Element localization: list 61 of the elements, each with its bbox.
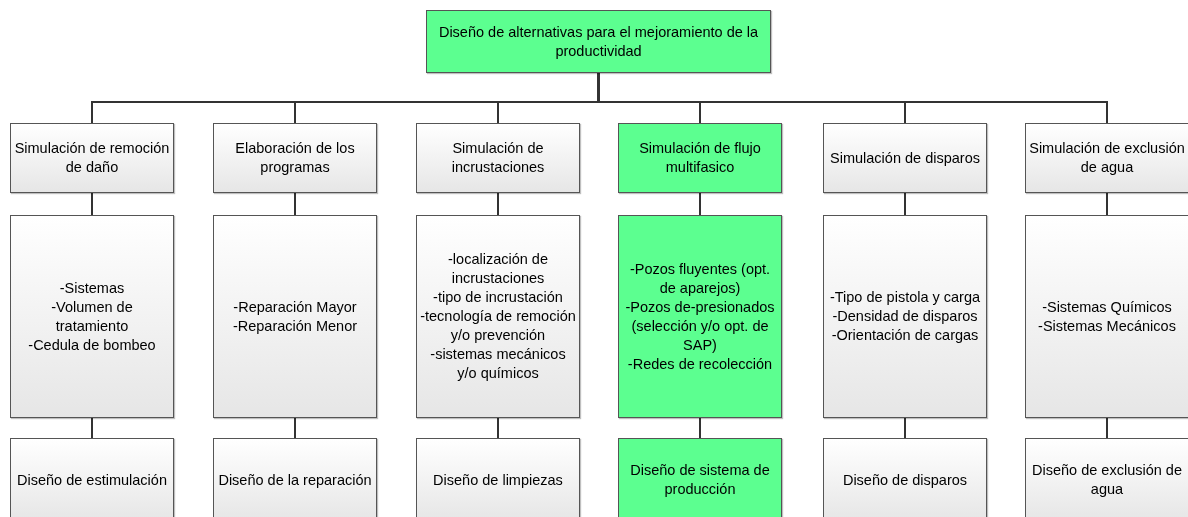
box-text: Diseño de sistema de producción bbox=[629, 461, 771, 499]
result-box bbox=[1025, 438, 1188, 517]
category-box bbox=[1025, 123, 1188, 193]
box-text: -Cedula de bombeo bbox=[28, 335, 156, 355]
detail-box bbox=[1025, 215, 1188, 418]
box-text: Diseño de disparos bbox=[842, 470, 968, 490]
connector-line bbox=[1106, 417, 1108, 439]
box-text: Diseño de limpiezas bbox=[433, 470, 563, 490]
detail-box bbox=[618, 215, 782, 418]
box-text: -Tipo de pistola y carga bbox=[829, 288, 981, 307]
detail-box bbox=[213, 215, 377, 418]
connector-line bbox=[497, 417, 499, 439]
box-text: Simulación de incrustaciones bbox=[450, 139, 546, 177]
box-text: Simulación de disparos bbox=[830, 148, 980, 168]
box-text: -Densidad de disparos bbox=[832, 307, 978, 326]
result-box bbox=[823, 438, 987, 517]
box-text: -sistemas mecánicos y/o químicos bbox=[429, 345, 567, 383]
box-text: Diseño de alternativas para el mejoramiento de la productividad bbox=[437, 22, 760, 61]
box-text: -tecnología de remoción y/o prevención bbox=[420, 307, 576, 345]
box-text: -Sistemas Químicos bbox=[1042, 297, 1172, 317]
box-text: Simulación de flujo multifasico bbox=[638, 139, 762, 177]
box-text: Simulación de exclusión de agua bbox=[1029, 139, 1185, 177]
box-text: -Sistemas Mecánicos bbox=[1038, 316, 1176, 336]
box-text: Diseño de exclusión de agua bbox=[1031, 461, 1183, 499]
connector-line bbox=[699, 417, 701, 439]
box-text: -Reparación Mayor bbox=[233, 297, 357, 317]
connector-line bbox=[497, 192, 499, 216]
box-text: -Pozos de-presionados (selección y/o opt. de SAP) bbox=[624, 297, 776, 355]
box-text: Diseño de la reparación bbox=[218, 470, 372, 490]
box-text: -localización de incrustaciones bbox=[447, 250, 549, 288]
detail-box bbox=[10, 215, 174, 418]
box-text: Elaboración de los programas bbox=[234, 139, 356, 177]
category-box bbox=[823, 123, 987, 193]
result-box bbox=[10, 438, 174, 517]
box-text: -Pozos fluyentes (opt. de aparejos) bbox=[628, 259, 772, 298]
box-text: -tipo de incrustación bbox=[433, 288, 563, 307]
connector-line bbox=[294, 417, 296, 439]
detail-box bbox=[416, 215, 580, 418]
connector-line bbox=[1106, 192, 1108, 216]
title-box bbox=[426, 10, 771, 73]
connector-line bbox=[699, 192, 701, 216]
category-box bbox=[213, 123, 377, 193]
box-text: -Sistemas bbox=[59, 278, 125, 298]
result-box bbox=[416, 438, 580, 517]
connector-line bbox=[294, 192, 296, 216]
result-box bbox=[213, 438, 377, 517]
category-box bbox=[618, 123, 782, 193]
detail-box bbox=[823, 215, 987, 418]
connector-line bbox=[91, 417, 93, 439]
connector-line bbox=[91, 192, 93, 216]
category-box bbox=[416, 123, 580, 193]
box-text: -Redes de recolección bbox=[627, 354, 773, 374]
box-text: -Orientación de cargas bbox=[831, 326, 979, 345]
category-box bbox=[10, 123, 174, 193]
box-text: Diseño de estimulación bbox=[17, 470, 167, 490]
box-text: -Volumen de tratamiento bbox=[50, 297, 134, 336]
box-text: Simulación de remoción de daño bbox=[14, 139, 170, 177]
box-text: -Reparación Menor bbox=[232, 316, 358, 336]
result-box bbox=[618, 438, 782, 517]
connector-line bbox=[904, 417, 906, 439]
connector-line bbox=[904, 192, 906, 216]
